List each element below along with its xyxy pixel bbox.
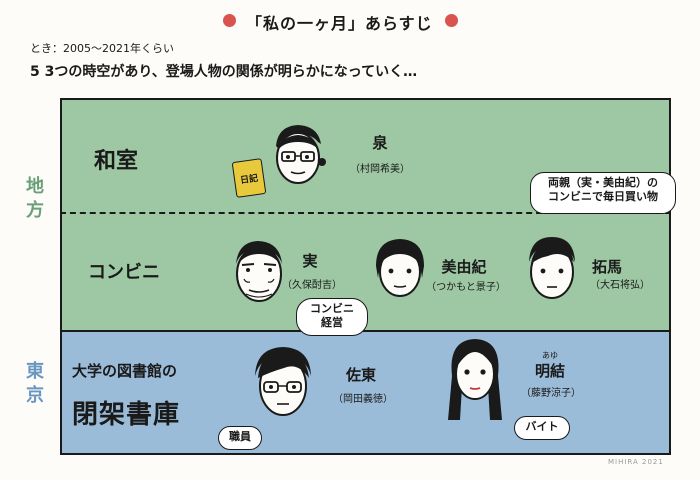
title-dot-left	[223, 14, 236, 27]
izumi-name: 泉	[372, 134, 388, 152]
room-library-1: 大学の図書館の	[72, 362, 178, 380]
intro-text: 5 3つの時空があり、登場人物の関係が明らかになっていく…	[30, 64, 418, 80]
staff-note-bubble: 職員	[218, 426, 262, 450]
room-konbini: コンビニ	[88, 262, 160, 283]
konbini-note-bubble: コンビニ 経営	[296, 298, 368, 336]
period-text: とき：2005〜2021年くらい	[30, 42, 174, 55]
takuma-actor: （大石将弘）	[590, 280, 650, 291]
diary-book: 日記	[231, 158, 267, 198]
artist-signature: MIHIRA 2021	[608, 458, 664, 466]
sato-name: 佐東	[345, 366, 376, 384]
zone-divider	[60, 212, 671, 214]
parents-note-line2: コンビニで毎日買い物	[548, 190, 658, 203]
aki-name: 明結	[534, 362, 565, 380]
diary-label: 日記	[239, 173, 259, 186]
sato-actor: （岡田義徳）	[333, 394, 393, 405]
minoru-actor: （久保酎吉）	[282, 280, 342, 291]
room-washitsu: 和室	[94, 149, 139, 174]
yumiki-face	[376, 239, 424, 297]
minoru-name: 実	[302, 252, 318, 270]
aki-actor: （藤野涼子）	[521, 388, 581, 399]
page-title: 「私の一ヶ月」あらすじ	[246, 14, 433, 33]
local-zone	[60, 98, 671, 330]
aki-ruby: あゆ	[542, 351, 558, 360]
parttime-note-bubble: バイト	[514, 416, 570, 440]
minoru-face	[236, 241, 282, 302]
title-dot-right	[445, 14, 458, 27]
yumiki-actor: （つかもと景子）	[426, 282, 506, 293]
konbini-note-line2: 経営	[321, 316, 343, 329]
parttime-note: バイト	[525, 420, 559, 433]
region-local-label: 地方	[26, 176, 44, 221]
konbini-note-line1: コンビニ	[310, 302, 354, 315]
sato-face	[255, 347, 311, 416]
tokyo-zone	[60, 330, 671, 455]
yumiki-name: 美由紀	[441, 258, 487, 276]
room-library-2: 閉架書庫	[72, 400, 181, 430]
region-tokyo-label: 東京	[26, 361, 44, 406]
izumi-face	[276, 125, 326, 184]
aki-face	[448, 339, 502, 420]
izumi-actor: （村岡希美）	[350, 164, 410, 175]
staff-note: 職員	[229, 430, 251, 443]
takuma-name: 拓馬	[591, 258, 622, 276]
parents-note-bubble: 両親（実・美由紀）の コンビニで毎日買い物	[530, 172, 676, 214]
takuma-face	[529, 237, 575, 299]
parents-note-line1: 両親（実・美由紀）の	[548, 176, 658, 189]
